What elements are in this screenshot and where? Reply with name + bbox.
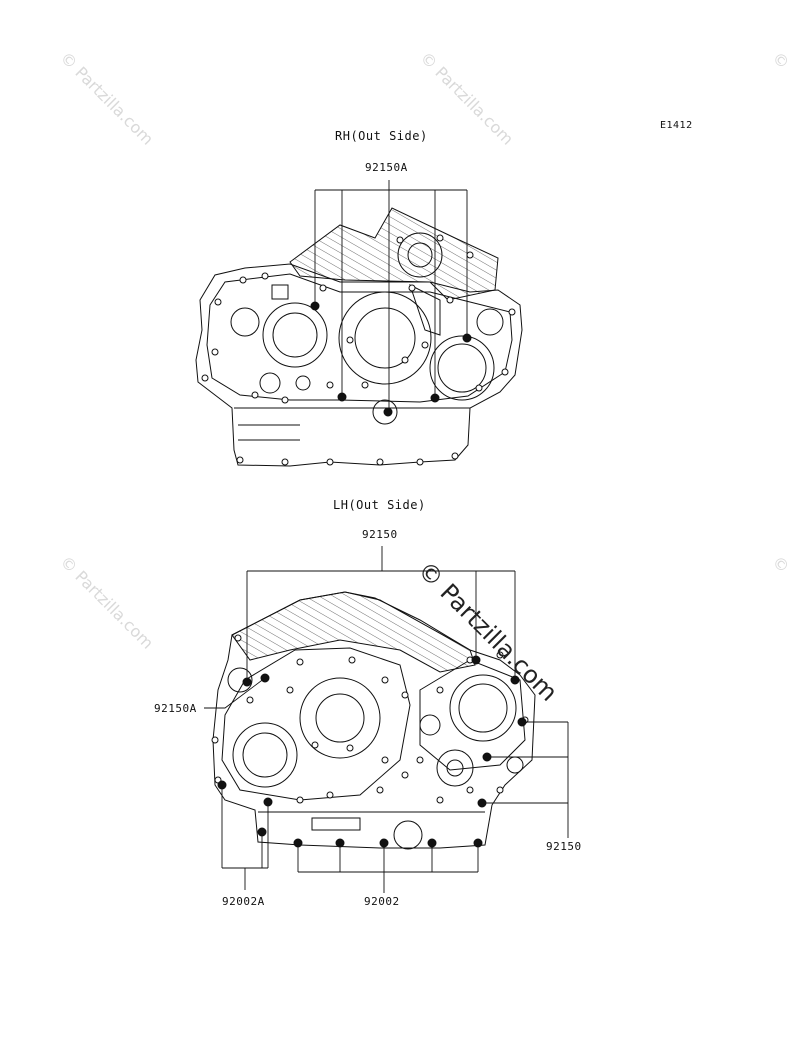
diagram-code: E1412	[660, 120, 693, 131]
lh-section-title: LH(Out Side)	[333, 498, 426, 512]
callout-lh-92002A[interactable]: 92002A	[222, 895, 265, 908]
rh-crankcase	[195, 180, 523, 467]
lh-crankcase	[204, 546, 569, 893]
rh-section-title: RH(Out Side)	[335, 129, 428, 143]
callout-rh-92150A[interactable]: 92150A	[365, 161, 408, 174]
callout-lh-92002[interactable]: 92002	[364, 895, 400, 908]
callout-lh-92150A[interactable]: 92150A	[154, 702, 197, 715]
callout-lh-92150-top[interactable]: 92150	[362, 528, 398, 541]
callout-lh-92150-right[interactable]: 92150	[546, 840, 582, 853]
